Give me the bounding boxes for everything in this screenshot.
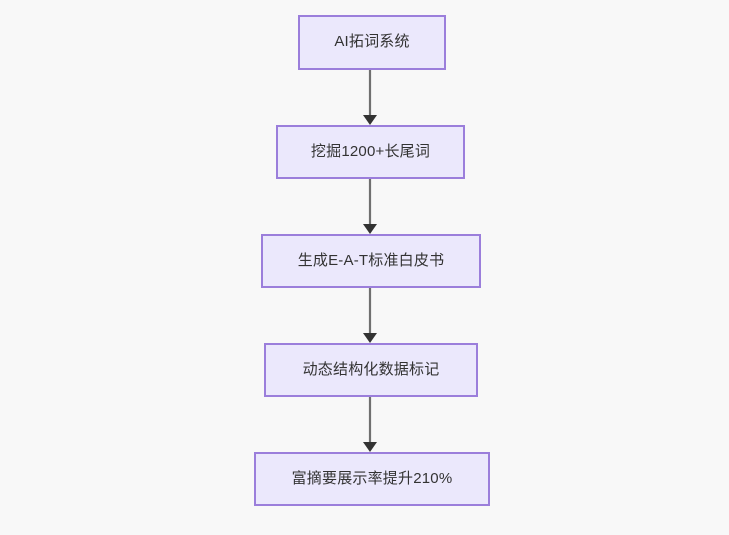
flow-node-label: 挖掘1200+长尾词 (310, 142, 431, 160)
flow-node-label: 动态结构化数据标记 (302, 360, 440, 378)
flow-node-5[interactable]: 富摘要展示率提升210% (254, 452, 490, 506)
flow-node-label: AI拓词系统 (334, 33, 410, 51)
flow-node-label: 富摘要展示率提升210% (291, 469, 453, 487)
flow-node-4[interactable]: 动态结构化数据标记 (264, 343, 478, 397)
flow-node-label: 生成E-A-T标准白皮书 (297, 251, 445, 269)
flow-arrow-2 (359, 179, 381, 234)
flow-node-3[interactable]: 生成E-A-T标准白皮书 (261, 234, 481, 288)
flow-node-2[interactable]: 挖掘1200+长尾词 (276, 125, 465, 179)
flow-arrow-3 (359, 288, 381, 343)
flow-node-1[interactable]: AI拓词系统 (298, 15, 446, 70)
flow-arrow-1 (359, 70, 381, 125)
flow-arrow-4 (359, 397, 381, 452)
